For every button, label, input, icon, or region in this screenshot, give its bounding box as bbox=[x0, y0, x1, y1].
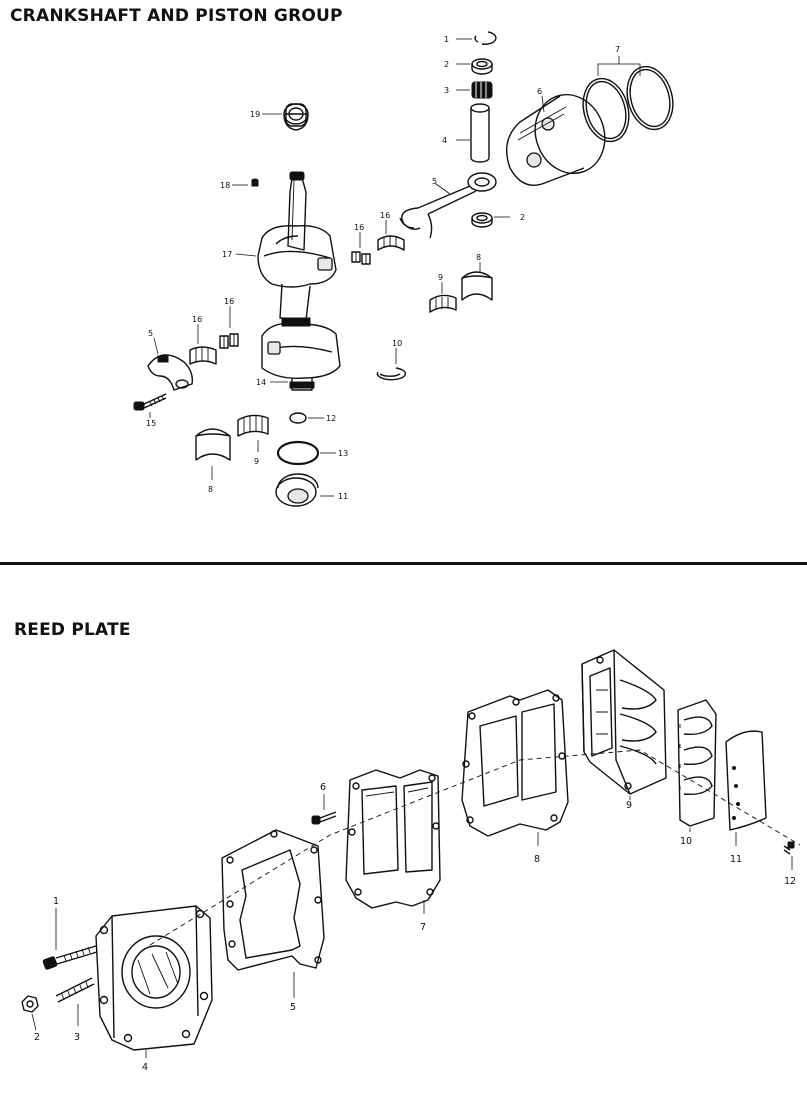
reed-block-plate bbox=[345, 769, 441, 909]
callout-1: 1 bbox=[444, 35, 449, 44]
piston-pin-retainer bbox=[474, 31, 497, 45]
cover-screw bbox=[42, 945, 98, 970]
callout-2-top: 2 bbox=[444, 60, 449, 69]
mounting-stud bbox=[55, 977, 95, 1003]
woodruff-key bbox=[251, 178, 259, 187]
reed-block-screw bbox=[311, 811, 337, 825]
upper-roller-bearing bbox=[283, 103, 309, 131]
crankshaft-section-title: CRANKSHAFT AND PISTON GROUP bbox=[10, 6, 343, 26]
thrust-washer-top bbox=[471, 58, 493, 75]
callout-9-upper: 9 bbox=[438, 273, 443, 282]
callout-10-reeds: 10 bbox=[680, 836, 692, 847]
callout-9-housing: 9 bbox=[626, 800, 632, 811]
piston-pin bbox=[470, 103, 490, 163]
rod-cap-screw bbox=[133, 393, 167, 411]
small-o-ring bbox=[289, 412, 307, 424]
thrust-washer-bottom bbox=[471, 212, 493, 228]
intake-cover bbox=[95, 905, 213, 1051]
callout-2-nut: 2 bbox=[34, 1032, 40, 1043]
callout-9-lower: 9 bbox=[254, 457, 259, 466]
reed-stop bbox=[725, 730, 767, 831]
rod-bearing-upper-pair bbox=[429, 271, 493, 313]
callout-3: 3 bbox=[444, 86, 449, 95]
callout-7-plate: 7 bbox=[420, 922, 426, 933]
callout-14: 14 bbox=[256, 378, 266, 387]
needle-bearing-cage-a bbox=[351, 251, 371, 265]
callout-10: 10 bbox=[392, 339, 402, 348]
callout-8-gasket: 8 bbox=[534, 854, 540, 865]
callout-5-cap: 5 bbox=[148, 329, 153, 338]
section-divider bbox=[0, 562, 807, 565]
callout-16-c: 16 bbox=[224, 297, 234, 306]
callout-4: 4 bbox=[442, 136, 447, 145]
crankshaft-piston-group: 1 2 3 4 bbox=[133, 31, 674, 507]
callout-8-upper: 8 bbox=[476, 253, 481, 262]
callout-19: 19 bbox=[250, 110, 260, 119]
callout-8-lower: 8 bbox=[208, 485, 213, 494]
callout-5-gasket: 5 bbox=[290, 1002, 296, 1013]
lower-ball-bearing bbox=[275, 473, 319, 507]
callout-7: 7 bbox=[615, 45, 620, 54]
reed-plate-group: 4 1 2 3 5 bbox=[21, 649, 801, 1073]
callout-17: 17 bbox=[222, 250, 232, 259]
main-bearing-lower-pair bbox=[195, 414, 269, 461]
reed-petals bbox=[677, 699, 717, 827]
callout-16-a: 16 bbox=[354, 223, 364, 232]
reed-plate-section-title: REED PLATE bbox=[14, 620, 131, 640]
callout-13: 13 bbox=[338, 449, 348, 458]
callout-12: 12 bbox=[326, 414, 336, 423]
needle-bearing-cage-b bbox=[377, 235, 405, 251]
callout-12-screw: 12 bbox=[784, 876, 796, 887]
crankshaft bbox=[257, 171, 341, 391]
piston-rings bbox=[582, 65, 674, 143]
callout-5-rod: 5 bbox=[432, 177, 437, 186]
piston bbox=[506, 93, 606, 186]
bearing-retaining-ring bbox=[376, 367, 407, 381]
reed-block-gasket bbox=[461, 689, 569, 837]
connecting-rod bbox=[399, 172, 497, 239]
needle-bearing-cage-d bbox=[189, 346, 217, 365]
reed-block-housing bbox=[581, 649, 667, 795]
callout-6-screw: 6 bbox=[320, 782, 326, 793]
callout-16-d: 16 bbox=[192, 315, 202, 324]
rod-cap bbox=[147, 354, 194, 391]
callout-11: 11 bbox=[338, 492, 348, 501]
callout-6: 6 bbox=[537, 87, 542, 96]
callout-15: 15 bbox=[146, 419, 156, 428]
reed-stop-screw bbox=[783, 841, 795, 855]
callout-4-cover: 4 bbox=[142, 1062, 148, 1073]
piston-pin-needle-bearing bbox=[471, 81, 493, 99]
callout-18: 18 bbox=[220, 181, 230, 190]
callout-2-bottom: 2 bbox=[520, 213, 525, 222]
callout-1-screw: 1 bbox=[53, 896, 59, 907]
hex-nut bbox=[21, 995, 39, 1013]
callout-3-stud: 3 bbox=[74, 1032, 80, 1043]
needle-bearing-cage-c bbox=[219, 333, 239, 349]
callout-11-stop: 11 bbox=[730, 854, 742, 865]
cover-gasket bbox=[221, 829, 325, 971]
large-o-ring bbox=[276, 440, 320, 466]
callout-16-b: 16 bbox=[380, 211, 390, 220]
